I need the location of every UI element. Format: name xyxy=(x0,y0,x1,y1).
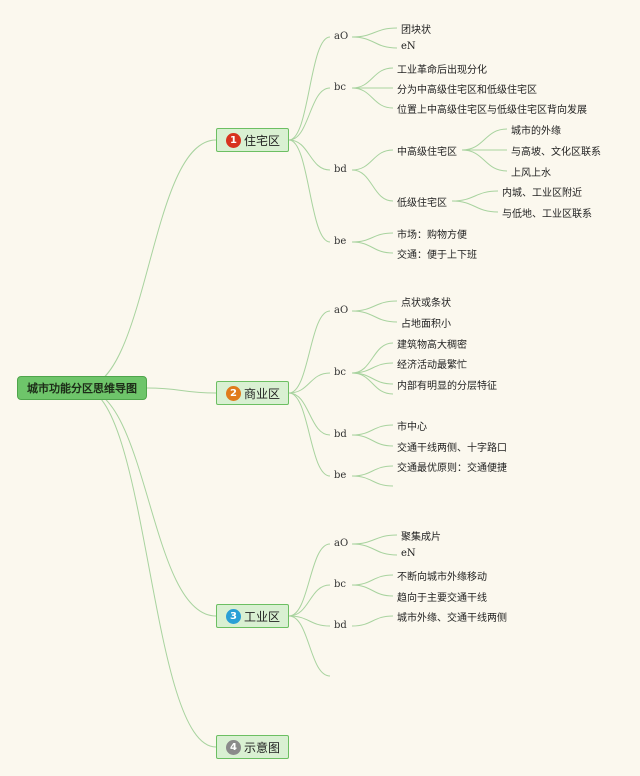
group-connector xyxy=(461,149,508,172)
leaf-node[interactable]: 上风上水 xyxy=(511,168,551,179)
leaf-node[interactable]: 点状或条状 xyxy=(401,298,451,309)
sub-connector xyxy=(351,584,394,597)
sub-connector xyxy=(351,241,394,254)
sub-connector xyxy=(351,342,394,374)
sub-connector xyxy=(351,424,394,436)
group-connector xyxy=(451,200,499,213)
sub-node[interactable]: aO xyxy=(334,538,349,549)
group-connector xyxy=(451,190,499,202)
leaf-node[interactable]: 城市外缘、交通干线两侧 xyxy=(397,613,507,624)
leaf-node[interactable]: 团块状 xyxy=(401,25,431,36)
leaf-node[interactable]: 占地面积小 xyxy=(401,319,451,330)
branch-connector xyxy=(288,615,331,677)
sub-connector xyxy=(351,310,398,323)
leaf-node[interactable]: eN xyxy=(401,41,416,52)
sub-connector xyxy=(351,475,394,487)
sub-connector xyxy=(351,232,394,243)
branch-diagram[interactable]: 4 示意图 xyxy=(216,735,289,759)
sub-connector xyxy=(351,543,398,556)
leaf-node[interactable]: 聚集成片 xyxy=(401,532,441,543)
sub-node[interactable]: bd xyxy=(334,620,347,631)
leaf-node[interactable]: 经济活动最繁忙 xyxy=(397,360,467,371)
branch-connector xyxy=(288,372,331,394)
leaf-node[interactable]: 不断向城市外缘移动 xyxy=(397,572,487,583)
leaf-node[interactable]: 市场：购物方便 xyxy=(397,230,467,241)
leaf-node[interactable]: 与高坡、文化区联系 xyxy=(511,147,601,158)
root-connector xyxy=(81,387,217,748)
leaf-node[interactable]: 城市的外缘 xyxy=(511,126,561,137)
branch-residential[interactable]: 1 住宅区 xyxy=(216,128,289,152)
branch-industrial[interactable]: 3 工业区 xyxy=(216,604,289,628)
leaf-node[interactable]: eN xyxy=(401,548,416,559)
sub-node[interactable]: bc xyxy=(334,367,347,378)
sub-connector xyxy=(351,372,394,385)
group-node[interactable]: 低级住宅区 xyxy=(397,198,447,209)
sub-node[interactable]: bc xyxy=(334,82,347,93)
root-connector xyxy=(81,139,217,389)
sub-connector xyxy=(351,465,394,477)
branch-label: 住宅区 xyxy=(244,133,281,148)
group-node[interactable]: 中高级住宅区 xyxy=(397,147,457,158)
branch-commercial[interactable]: 2 商业区 xyxy=(216,381,289,405)
sub-connector xyxy=(351,67,394,89)
root-label: 城市功能分区思维导图 xyxy=(27,382,137,395)
sub-node[interactable]: be xyxy=(334,236,347,247)
branch-connector xyxy=(288,392,331,436)
leaf-node[interactable]: 市中心 xyxy=(397,422,427,433)
branch-connector xyxy=(288,36,331,141)
leaf-node[interactable]: 内部有明显的分层特征 xyxy=(397,381,497,392)
leaf-node[interactable]: 交通：便于上下班 xyxy=(397,250,477,261)
sub-node[interactable]: bd xyxy=(334,429,347,440)
branch-connector xyxy=(288,139,331,243)
leaf-node[interactable]: 趋向于主要交通干线 xyxy=(397,593,487,604)
sub-connector xyxy=(351,87,394,109)
number-2-icon: 2 xyxy=(226,385,241,401)
sub-connector xyxy=(351,169,394,202)
sub-connector xyxy=(351,372,394,395)
sub-connector xyxy=(351,36,398,49)
sub-connector xyxy=(351,615,394,627)
sub-node[interactable]: be xyxy=(334,470,347,481)
leaf-node[interactable]: 分为中高级住宅区和低级住宅区 xyxy=(397,85,537,96)
branch-connector xyxy=(288,139,331,171)
branch-label: 商业区 xyxy=(244,386,281,401)
sub-connector xyxy=(351,300,398,312)
number-4-icon: 4 xyxy=(226,739,241,755)
sub-connector xyxy=(351,149,394,171)
leaf-node[interactable]: 位置上中高级住宅区与低级住宅区背向发展 xyxy=(397,105,587,116)
leaf-node[interactable]: 内城、工业区附近 xyxy=(502,188,582,199)
leaf-node[interactable]: 与低地、工业区联系 xyxy=(502,209,592,220)
sub-node[interactable]: bc xyxy=(334,579,347,590)
root-connector xyxy=(146,387,217,394)
sub-node[interactable]: aO xyxy=(334,305,349,316)
sub-connector xyxy=(351,434,394,447)
sub-connector xyxy=(351,574,394,586)
leaf-node[interactable]: 工业革命后出现分化 xyxy=(397,65,487,76)
sub-node[interactable]: aO xyxy=(334,31,349,42)
branch-connector xyxy=(288,584,331,617)
root-connector xyxy=(81,387,217,617)
group-connector xyxy=(461,128,508,151)
branch-connector xyxy=(288,543,331,617)
leaf-node[interactable]: 交通最优原则：交通便捷 xyxy=(397,463,507,474)
sub-node[interactable]: bd xyxy=(334,164,347,175)
branch-connector xyxy=(288,615,331,627)
branch-label: 工业区 xyxy=(244,609,281,624)
number-1-icon: 1 xyxy=(226,132,241,148)
branch-label: 示意图 xyxy=(244,740,281,755)
leaf-node[interactable]: 交通干线两侧、十字路口 xyxy=(397,443,507,454)
leaf-node[interactable]: 建筑物高大稠密 xyxy=(397,340,467,351)
sub-connector xyxy=(351,534,398,545)
sub-connector xyxy=(351,27,398,38)
branch-connector xyxy=(288,392,331,477)
branch-connector xyxy=(288,87,331,141)
number-3-icon: 3 xyxy=(226,608,241,624)
root-node[interactable]: 城市功能分区思维导图 xyxy=(17,376,147,400)
branch-connector xyxy=(288,310,331,394)
